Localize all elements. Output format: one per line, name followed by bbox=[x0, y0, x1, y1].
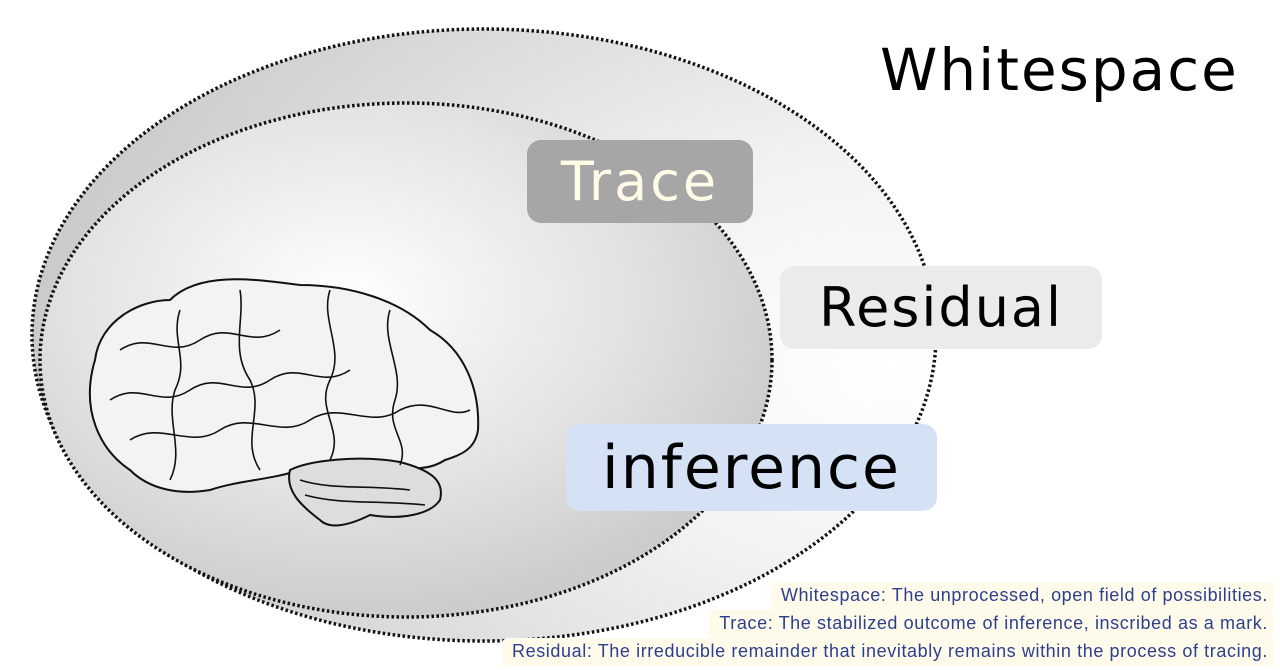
legend-whitespace: Whitespace: The unprocessed, open field … bbox=[770, 582, 1274, 610]
inference-label: inference bbox=[566, 424, 937, 511]
legend-residual: Residual: The irreducible remainder that… bbox=[501, 638, 1274, 666]
brain-illustration bbox=[88, 278, 480, 527]
residual-label: Residual bbox=[780, 266, 1102, 349]
trace-label: Trace bbox=[527, 140, 753, 223]
whitespace-title: Whitespace bbox=[880, 36, 1239, 104]
legend: Whitespace: The unprocessed, open field … bbox=[501, 582, 1274, 666]
legend-trace: Trace: The stabilized outcome of inferen… bbox=[709, 610, 1274, 638]
